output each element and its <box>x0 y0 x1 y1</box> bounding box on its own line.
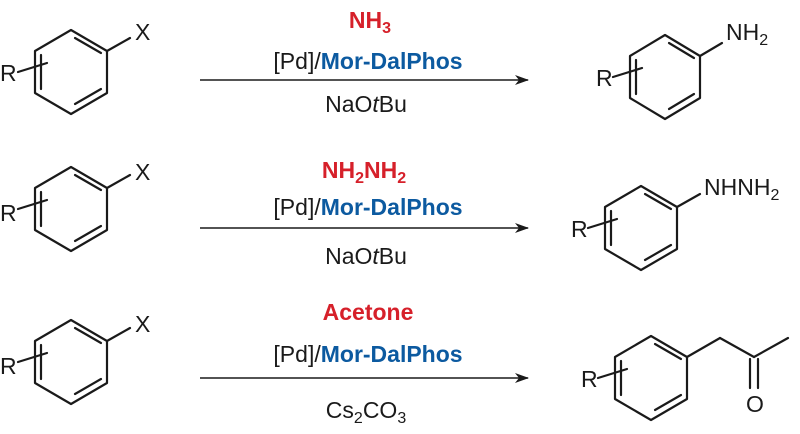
product-2-arylhydrazine: R NHNH2 <box>571 174 779 272</box>
ligand-mor-dalphos: Mor-DalPhos <box>321 341 463 367</box>
r-substituent: R <box>0 353 17 379</box>
reagent-acetone: Acetone <box>323 299 414 325</box>
svg-text:NH3: NH3 <box>349 7 391 37</box>
catalyst-1-label: [Pd]/Mor-DalPhos <box>273 48 462 74</box>
leaving-group-x: X <box>135 159 150 185</box>
product-1-aniline: R NH2 <box>596 19 768 121</box>
product-3-arylacetone: R O <box>581 334 790 422</box>
carbonyl-oxygen: O <box>746 391 764 417</box>
reaction-2: X R NH2NH2 [Pd]/Mor-DalPhos NaOtBu R NHN… <box>0 157 779 272</box>
reagent-1-label: NH3 <box>349 7 391 37</box>
base-3-label: Cs2CO3 <box>326 397 407 427</box>
leaving-group-x: X <box>135 19 150 45</box>
r-substituent: R <box>0 200 17 226</box>
ligand-mor-dalphos: Mor-DalPhos <box>321 48 463 74</box>
reagent-hydrazine: NH2NH2 <box>322 157 406 187</box>
product-1-r: R <box>596 65 613 91</box>
reagent-ammonia: NH <box>349 7 382 33</box>
reaction-3: X R Acetone [Pd]/Mor-DalPhos Cs2CO3 R O <box>0 299 790 427</box>
catalyst-3-label: [Pd]/Mor-DalPhos <box>273 341 462 367</box>
reactant-1-aryl-halide: X R <box>0 19 150 116</box>
product-3-r: R <box>581 366 598 392</box>
reactant-2-aryl-halide: X R <box>0 159 150 253</box>
amino-group: NH2 <box>726 19 768 49</box>
leaving-group-x: X <box>135 311 150 337</box>
base-1-label: NaOtBu <box>325 91 407 117</box>
ligand-mor-dalphos: Mor-DalPhos <box>321 194 463 220</box>
hydrazinyl-group: NHNH2 <box>704 174 779 204</box>
catalyst-2-label: [Pd]/Mor-DalPhos <box>273 194 462 220</box>
base-2-label: NaOtBu <box>325 243 407 269</box>
product-2-r: R <box>571 216 588 242</box>
r-substituent: R <box>0 60 17 86</box>
reactant-3-aryl-halide: X R <box>0 311 150 406</box>
reaction-1: X R NH3 [Pd]/Mor-DalPhos NaOtBu R NH2 <box>0 7 768 121</box>
